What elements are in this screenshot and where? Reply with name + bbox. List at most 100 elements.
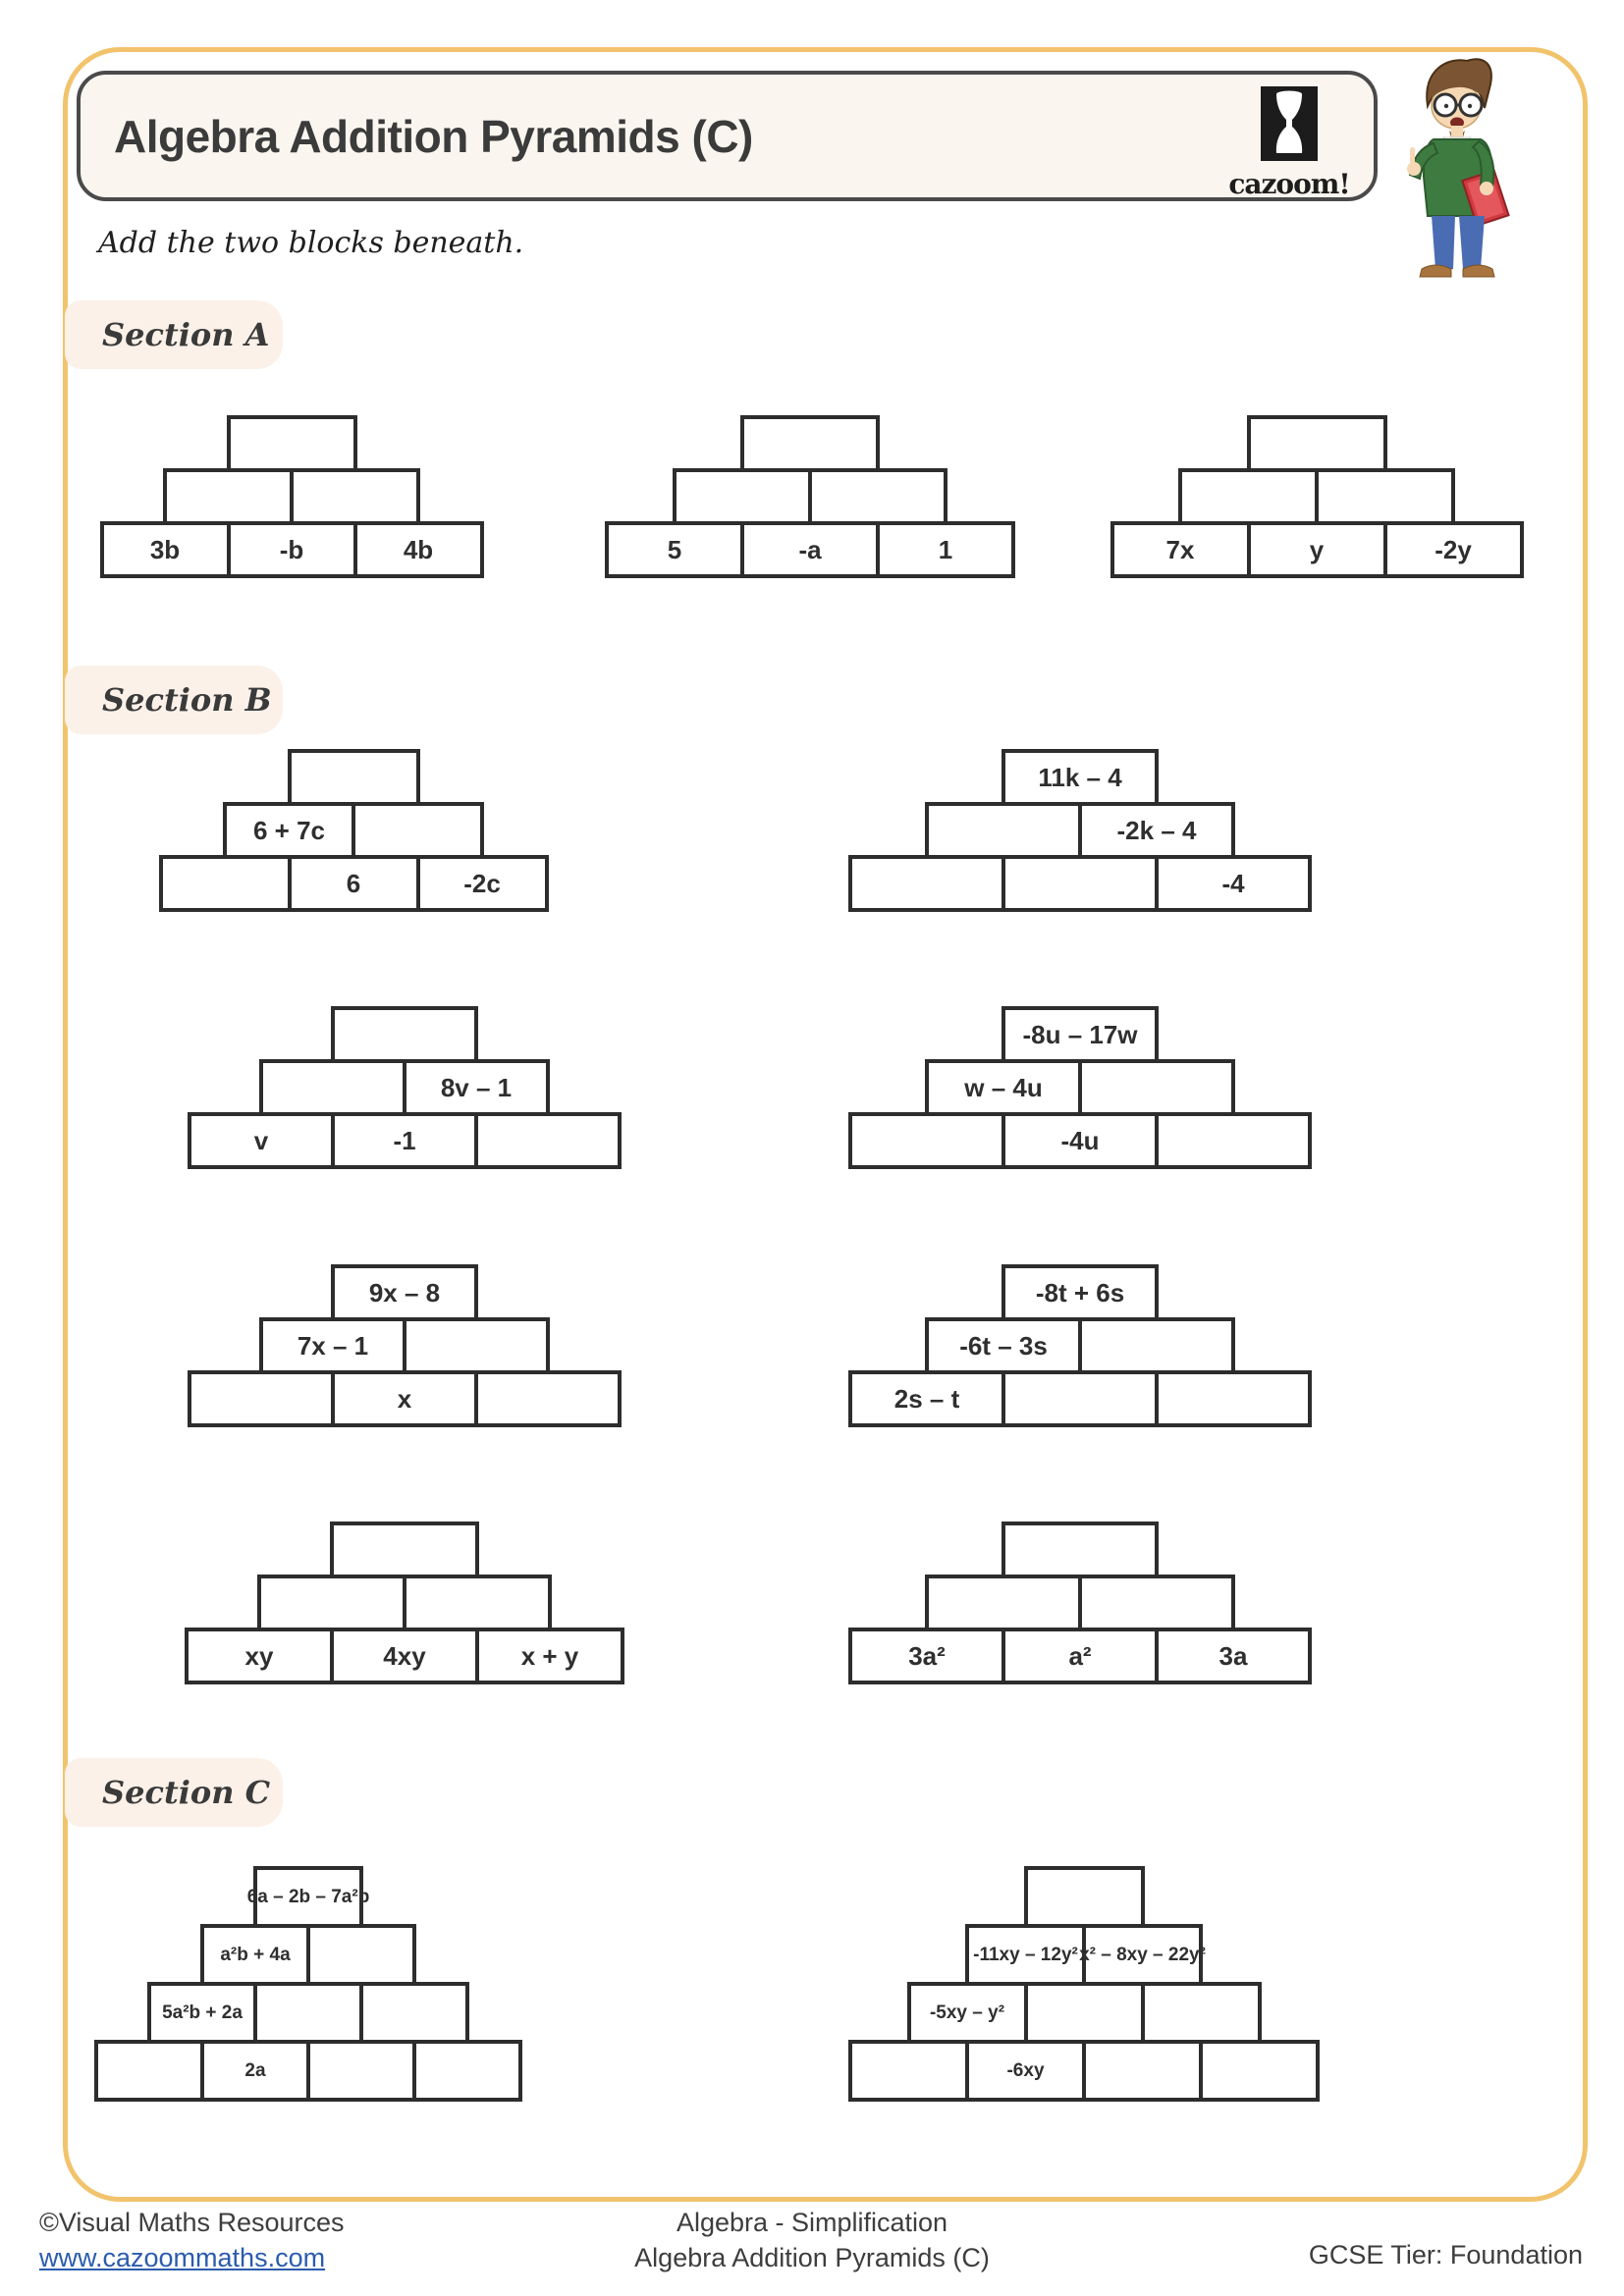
pyramid-cell: 2a bbox=[200, 2040, 310, 2102]
pyramid-cell bbox=[925, 802, 1082, 859]
cazoommaths-link[interactable]: www.cazoommaths.com bbox=[39, 2243, 326, 2272]
footer-topic: Algebra - Simplification bbox=[676, 2208, 948, 2237]
pyramid-cell: w – 4u bbox=[925, 1059, 1082, 1116]
pyramid-cell bbox=[226, 415, 357, 472]
pyramid-cell: -4u bbox=[1001, 1112, 1159, 1169]
pyramid-cell: -6xy bbox=[965, 2040, 1086, 2102]
pyramid-cell bbox=[808, 468, 947, 525]
pyramid-row bbox=[605, 415, 1015, 472]
pyramid-row: x bbox=[188, 1370, 622, 1427]
pyramid-row bbox=[848, 1575, 1312, 1631]
pyramid-row bbox=[1110, 468, 1524, 525]
pyramid-cell bbox=[306, 1924, 416, 1986]
pyramid-cell bbox=[1001, 1522, 1159, 1578]
pyramid-cell: 6 + 7c bbox=[223, 802, 355, 859]
page-title: Algebra Addition Pyramids (C) bbox=[114, 110, 753, 162]
pyramid-cell: -2k – 4 bbox=[1078, 802, 1235, 859]
pyramid-row: -6xy bbox=[848, 2040, 1320, 2102]
pyramid-cell: 1 bbox=[876, 521, 1015, 578]
pyramid-cell: xy bbox=[185, 1628, 334, 1684]
pyramid-cell: -5xy – y² bbox=[906, 1982, 1028, 2044]
pyramid-cell bbox=[163, 468, 294, 525]
pyramid-cell bbox=[474, 1370, 622, 1427]
pyramid-row: 6-2c bbox=[158, 855, 549, 912]
pyramid-row bbox=[100, 415, 484, 472]
pyramid-row bbox=[848, 1522, 1312, 1578]
pyramid-row bbox=[185, 1575, 624, 1631]
pyramid-row: w – 4u bbox=[848, 1059, 1312, 1116]
pyramid-cell bbox=[330, 1522, 479, 1578]
pyramid-row bbox=[159, 749, 549, 806]
page-border bbox=[63, 47, 1588, 2202]
pyramid-row bbox=[1110, 415, 1524, 472]
pyramid-cell: a²b + 4a bbox=[200, 1924, 310, 1986]
pyramid-row: a²b + 4a bbox=[94, 1924, 522, 1986]
pyramid-row: -2k – 4 bbox=[848, 802, 1312, 859]
pyramid-cell bbox=[257, 1575, 406, 1631]
pyramid-row: 11k – 4 bbox=[848, 749, 1312, 806]
pyramid-cell: y bbox=[1246, 521, 1387, 578]
pyramid-row: -4 bbox=[848, 855, 1312, 912]
pyramid-cell: -8u – 17w bbox=[1001, 1006, 1159, 1063]
pyramid-cell bbox=[253, 1982, 363, 2044]
pyramid-cell: 6a – 2b – 7a²b bbox=[247, 1866, 369, 1928]
pyramid-cell bbox=[1001, 1370, 1159, 1427]
pyramid-cell bbox=[1140, 1982, 1262, 2044]
pyramid-cell bbox=[848, 2040, 969, 2102]
pyramid-row: -5xy – y² bbox=[848, 1982, 1320, 2044]
pyramid-cell bbox=[673, 468, 812, 525]
pyramid-cell bbox=[359, 1982, 469, 2044]
pyramid-cell bbox=[1078, 1317, 1235, 1374]
pyramid-cell: 6 bbox=[287, 855, 420, 912]
pyramid: 11k – 4-2k – 4-4 bbox=[848, 749, 1312, 912]
pyramid-row: -8t + 6s bbox=[848, 1264, 1312, 1321]
pyramid-cell bbox=[925, 1575, 1082, 1631]
section-c-label: Section C bbox=[65, 1758, 283, 1827]
pyramid-cell: -2c bbox=[415, 855, 549, 912]
pyramid-row: 9x – 8 bbox=[188, 1264, 622, 1321]
pyramid-cell: x² – 8xy – 22y² bbox=[1079, 1924, 1206, 1986]
teacher-cartoon bbox=[1394, 51, 1532, 296]
pyramid-cell bbox=[403, 1575, 552, 1631]
pyramid-cell: 8v – 1 bbox=[403, 1059, 550, 1116]
pyramid-row bbox=[100, 468, 484, 525]
pyramid-cell: -b bbox=[226, 521, 357, 578]
pyramid-cell: 7x bbox=[1110, 521, 1251, 578]
pyramid-cell bbox=[740, 415, 880, 472]
pyramid-cell: 9x – 8 bbox=[331, 1264, 478, 1321]
pyramid-row: 7x – 1 bbox=[188, 1317, 622, 1374]
pyramid-row: -8u – 17w bbox=[848, 1006, 1312, 1063]
pyramid-row: 8v – 1 bbox=[188, 1059, 622, 1116]
pyramid-cell: -8t + 6s bbox=[1001, 1264, 1159, 1321]
pyramid-cell: 3a bbox=[1155, 1628, 1312, 1684]
pyramid-cell bbox=[94, 2040, 204, 2102]
pyramid-row: v-1 bbox=[188, 1112, 622, 1169]
pyramid-cell bbox=[1246, 415, 1387, 472]
pyramid-cell bbox=[1001, 855, 1159, 912]
pyramid-row: -4u bbox=[848, 1112, 1312, 1169]
pyramid-cell bbox=[352, 802, 484, 859]
pyramid-row: 2s – t bbox=[848, 1370, 1312, 1427]
footer-credit-block: ©Visual Maths Resources www.cazoommaths.… bbox=[39, 2205, 345, 2275]
footer-center-block: Algebra - Simplification Algebra Additio… bbox=[0, 2205, 1624, 2275]
pyramid-cell bbox=[1178, 468, 1319, 525]
pyramid-cell bbox=[259, 1059, 406, 1116]
pyramid-row bbox=[188, 1006, 622, 1063]
footer-tier: GCSE Tier: Foundation bbox=[1308, 2240, 1583, 2269]
pyramid-cell bbox=[412, 2040, 522, 2102]
pyramid-cell bbox=[188, 1370, 335, 1427]
pyramid-cell: -6t – 3s bbox=[925, 1317, 1082, 1374]
